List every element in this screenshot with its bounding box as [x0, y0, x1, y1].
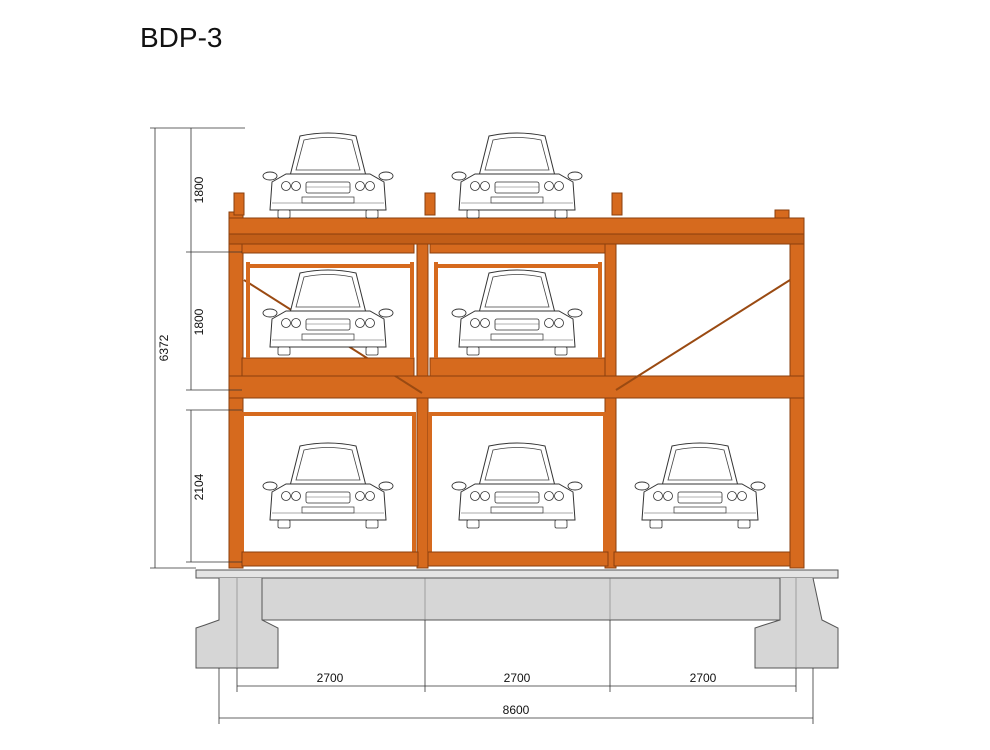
- dimension-level-middle: 1800: [192, 308, 206, 335]
- dimension-level-ground: 2104: [192, 473, 206, 500]
- vertical-dimensions: [150, 127, 245, 569]
- dimension-bay-1: 2700: [317, 671, 344, 685]
- dimension-bay-2: 2700: [504, 671, 531, 685]
- car-front-icon: [451, 442, 583, 529]
- horizontal-dimensions: [218, 620, 814, 724]
- car-front-icon: [262, 132, 394, 219]
- dimension-total-width: 8600: [503, 703, 530, 717]
- diagram-title: BDP-3: [140, 22, 223, 53]
- car-front-icon: [634, 442, 766, 529]
- car-front-icon: [451, 269, 583, 356]
- foundation: [195, 569, 839, 669]
- platforms: [240, 243, 791, 567]
- car-front-icon: [262, 442, 394, 529]
- dimension-total-height: 6372: [157, 334, 171, 361]
- car-front-icon: [451, 132, 583, 219]
- dimension-bay-3: 2700: [690, 671, 717, 685]
- dimension-level-upper: 1800: [192, 176, 206, 203]
- steel-frame: [228, 192, 805, 569]
- car-front-icon: [262, 269, 394, 356]
